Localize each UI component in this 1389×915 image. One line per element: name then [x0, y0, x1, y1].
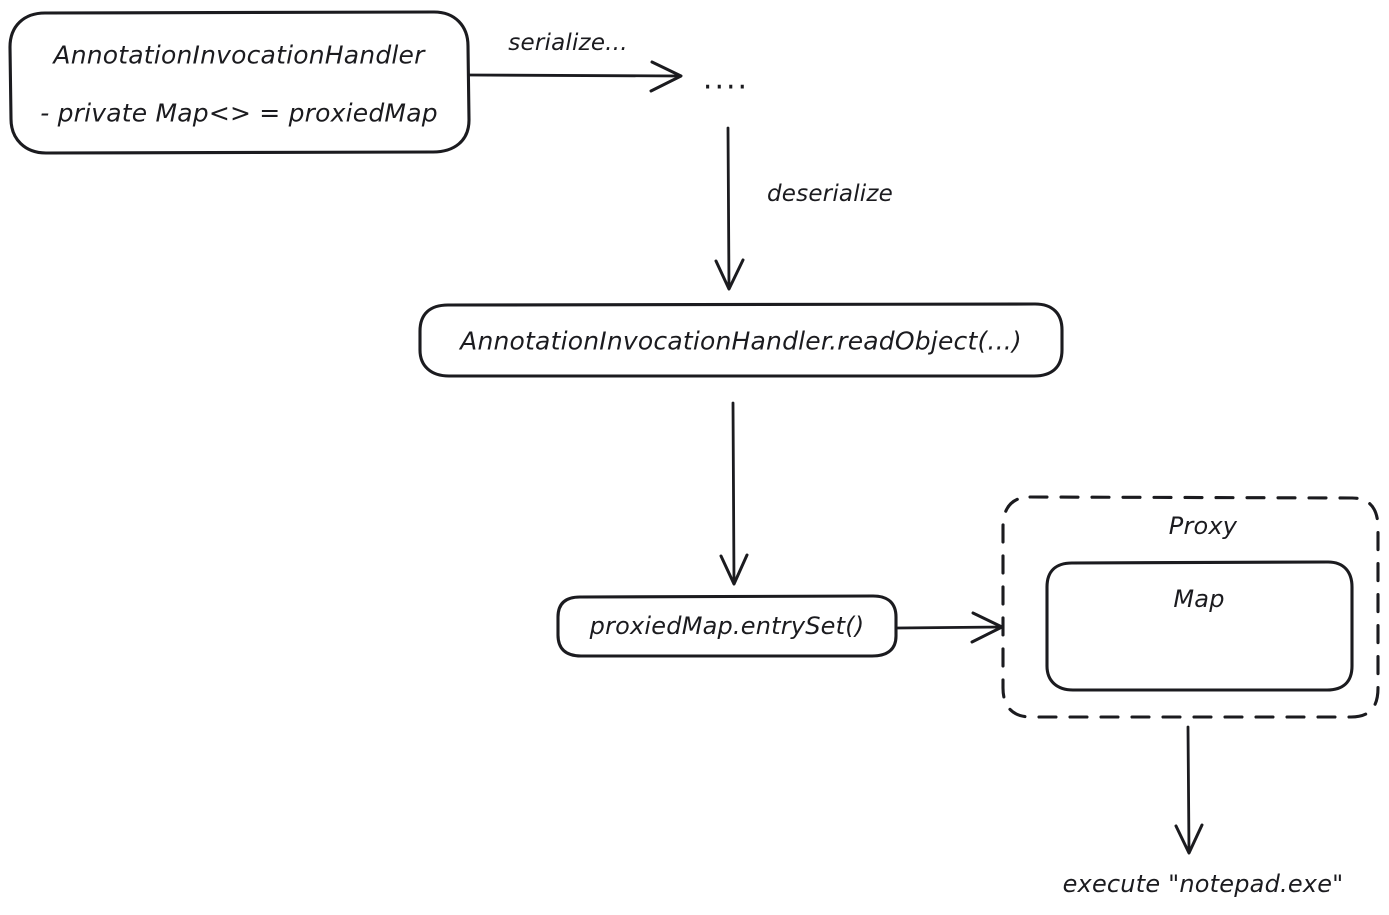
node-map-shape	[1045, 560, 1354, 692]
execute-result-label: execute "notepad.exe"	[1062, 870, 1344, 898]
node-read-object-shape	[418, 302, 1064, 378]
edge-entry-set-to-proxy-arrow	[896, 611, 1004, 644]
node-map-label: Map	[1173, 585, 1225, 613]
node-annotation-invocation-handler-line-2: - private Map<> = proxiedMap	[40, 98, 438, 128]
serialized-stream-dots: ....	[702, 61, 750, 97]
node-entry-set-label: proxiedMap.entrySet()	[589, 612, 865, 640]
node-proxy-shape	[1001, 495, 1380, 719]
node-entry-set-shape	[556, 594, 898, 658]
edge-label-serialize: serialize...	[508, 30, 628, 56]
node-annotation-invocation-handler-line-1: AnnotationInvocationHandler	[53, 40, 425, 70]
edge-serialize-arrow	[468, 60, 683, 93]
edge-proxy-to-execute-arrow	[1174, 725, 1204, 855]
node-annotation-invocation-handler-shape	[8, 10, 471, 155]
edge-deserialize-arrow	[714, 126, 745, 291]
edge-read-object-to-entry-set-arrow	[719, 401, 749, 586]
edge-label-deserialize: deserialize	[766, 181, 894, 207]
node-read-object-label: AnnotationInvocationHandler.readObject(.…	[460, 326, 1022, 356]
node-proxy-label: Proxy	[1168, 512, 1238, 540]
